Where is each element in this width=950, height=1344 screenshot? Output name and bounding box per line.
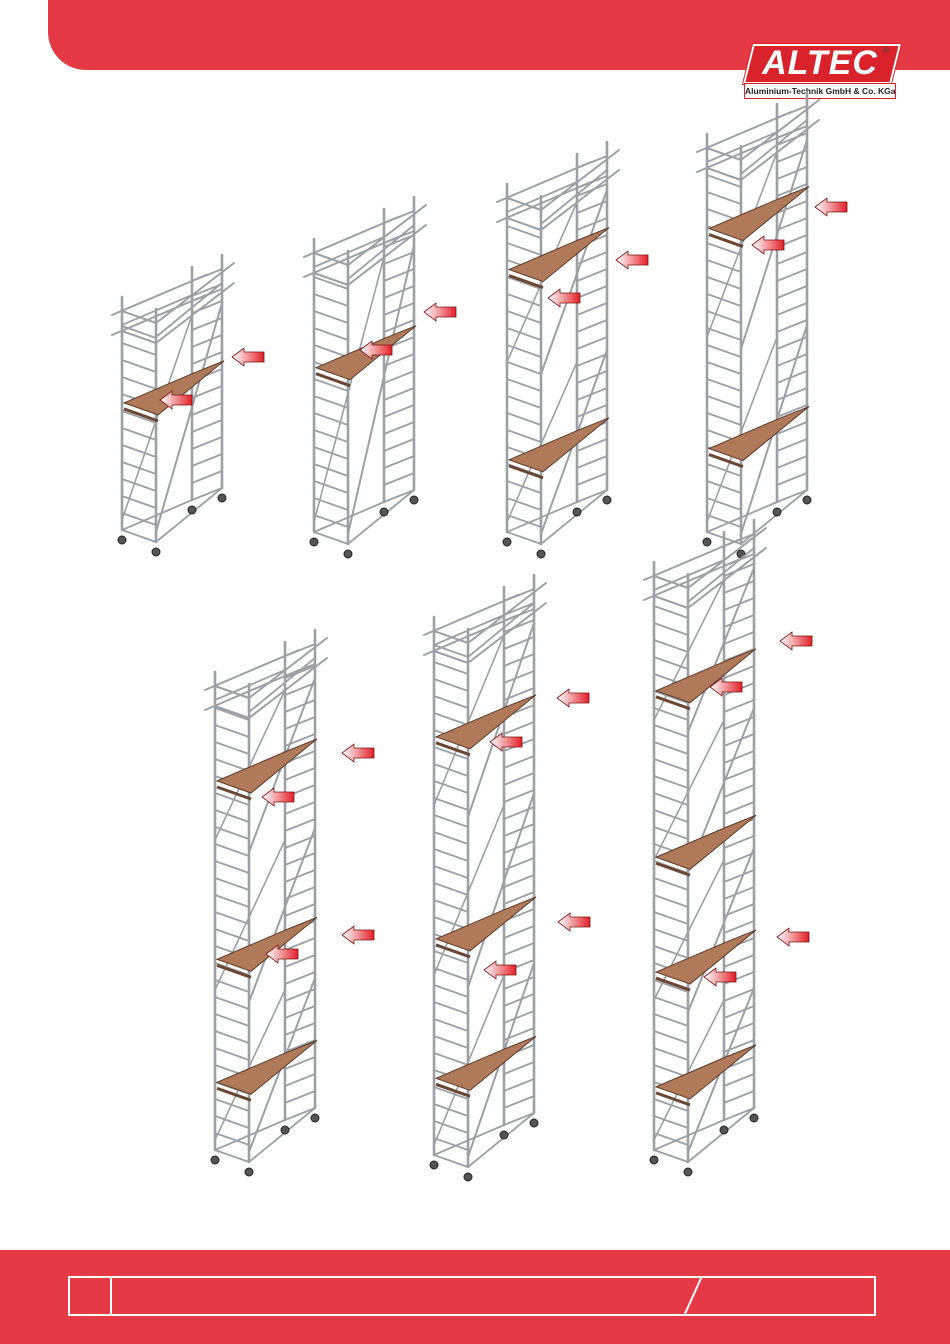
red-arrow-icon xyxy=(780,632,812,650)
footer-frame xyxy=(68,1276,876,1316)
red-arrow-icon xyxy=(342,926,374,944)
scaffold-tower-6 xyxy=(424,575,546,1181)
red-arrow-icon xyxy=(558,913,590,931)
red-arrow-icon xyxy=(557,689,589,707)
footer-divider xyxy=(676,1276,706,1316)
red-arrow-icon xyxy=(752,236,784,254)
scaffold-tower-3 xyxy=(497,142,619,558)
footer-right-field xyxy=(710,1278,874,1314)
footer-center-field xyxy=(112,1278,700,1314)
red-arrow-icon xyxy=(232,348,264,366)
red-arrow-icon xyxy=(548,289,580,307)
scaffold-tower-5 xyxy=(205,630,327,1176)
red-arrow-icon xyxy=(777,928,809,946)
red-arrow-icon xyxy=(616,251,648,269)
red-arrow-icon xyxy=(704,968,736,986)
red-arrow-icon xyxy=(424,303,456,321)
red-arrow-icon xyxy=(342,744,374,762)
red-arrow-icon xyxy=(484,961,516,979)
scaffold-tower-4 xyxy=(697,92,819,558)
scaffold-tower-7 xyxy=(644,520,766,1176)
footer-page-number xyxy=(70,1278,112,1314)
scaffold-tower-1 xyxy=(112,255,234,556)
red-arrow-icon xyxy=(815,198,847,216)
scaffold-tower-2 xyxy=(304,197,426,558)
